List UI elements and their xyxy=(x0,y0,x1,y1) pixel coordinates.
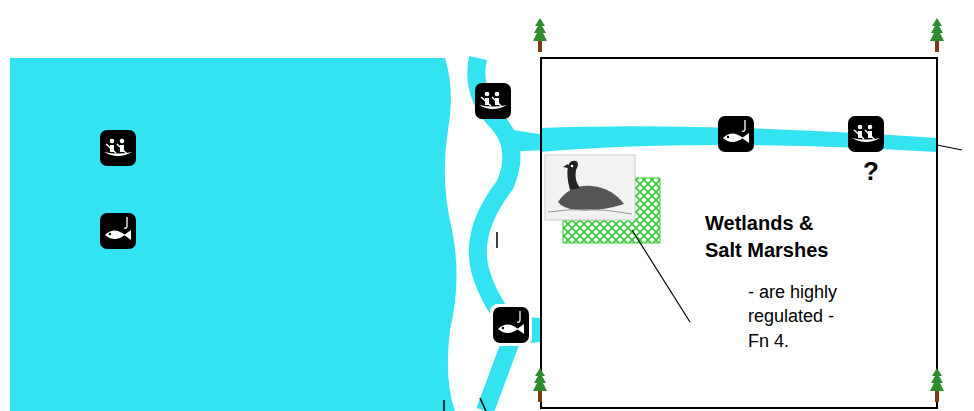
area-note: - are highly regulated - Fn 4. xyxy=(748,280,860,353)
fish-icon xyxy=(493,307,529,343)
area-heading: Wetlands & Salt Marshes xyxy=(705,210,855,264)
leader-line xyxy=(937,145,962,150)
goose-picture xyxy=(545,155,635,220)
canoe-icon xyxy=(100,130,136,166)
lake xyxy=(10,58,457,411)
tree-symbol xyxy=(533,368,547,402)
question-mark: ? xyxy=(856,154,886,189)
tree-symbol xyxy=(930,368,944,402)
property-boundary xyxy=(541,58,937,408)
tree-symbol xyxy=(930,18,944,52)
tree-symbol xyxy=(533,18,547,52)
tick-mark xyxy=(444,232,497,411)
icon-frame xyxy=(490,304,532,346)
leader-line xyxy=(632,230,690,322)
fish-icon xyxy=(718,116,754,152)
fish-icon xyxy=(100,213,136,249)
river-mouth xyxy=(500,128,545,152)
canoe-icon xyxy=(848,116,884,152)
canoe-icon xyxy=(475,83,511,119)
